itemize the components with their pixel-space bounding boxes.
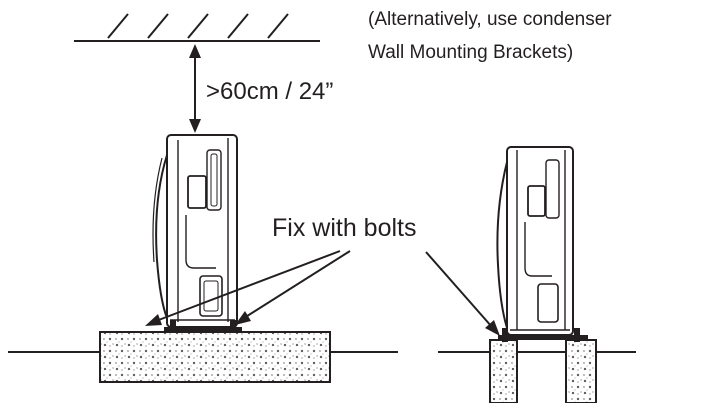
fix-bolts-label: Fix with bolts — [272, 214, 417, 242]
alternative-note-line2: Wall Mounting Brackets) — [368, 42, 574, 63]
ceiling — [74, 13, 320, 42]
concrete-base — [99, 331, 331, 383]
clearance-label: >60cm / 24” — [206, 78, 334, 105]
clearance-arrow — [189, 44, 201, 133]
alternative-note-line1: (Alternatively, use condenser — [368, 9, 612, 30]
support-pillars — [489, 339, 597, 403]
bolt-arrows — [145, 250, 500, 336]
outdoor-unit-right — [496, 146, 588, 342]
outdoor-unit-left — [152, 134, 242, 332]
